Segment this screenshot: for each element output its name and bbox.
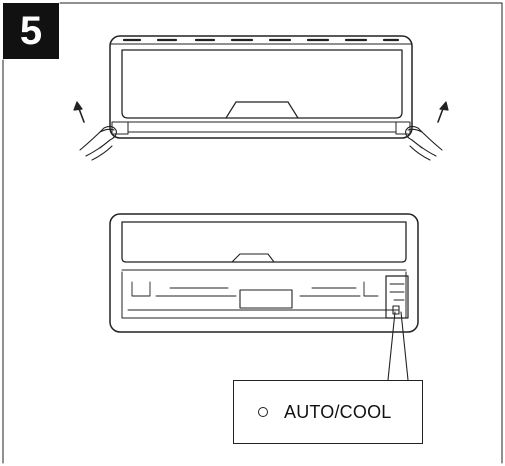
- auto-cool-callout: AUTO/COOL: [233, 380, 423, 444]
- callout-leader-lines: [387, 311, 409, 381]
- step-number-badge: 5: [3, 3, 59, 59]
- right-corner: [395, 121, 411, 135]
- ac-unit-closed: [109, 35, 413, 139]
- unit-body: [109, 213, 419, 333]
- center-latch: [239, 289, 293, 309]
- filter-frame: [121, 271, 407, 319]
- left-corner: [111, 121, 129, 135]
- filter-detail-left: [131, 281, 237, 297]
- right-arrow-up-icon: [437, 101, 449, 123]
- filter-detail-right: [299, 281, 379, 297]
- unit-body: [109, 35, 413, 139]
- control-module: [385, 275, 409, 319]
- circle-indicator-icon: [258, 407, 268, 417]
- left-arrow-up-icon: [73, 101, 85, 123]
- right-hand-icon: [405, 125, 443, 161]
- opened-panel-lip: [231, 253, 275, 263]
- auto-cool-button-icon: [392, 305, 400, 315]
- auto-cool-label: AUTO/COOL: [284, 401, 392, 422]
- bottom-rail: [127, 309, 399, 319]
- ac-unit-open: [109, 213, 419, 333]
- control-module-detail: [389, 283, 405, 301]
- front-panel: [121, 49, 403, 119]
- front-panel-lip: [225, 101, 299, 119]
- lower-edge: [115, 121, 407, 133]
- opened-panel: [121, 221, 407, 263]
- left-hand-icon: [79, 125, 117, 161]
